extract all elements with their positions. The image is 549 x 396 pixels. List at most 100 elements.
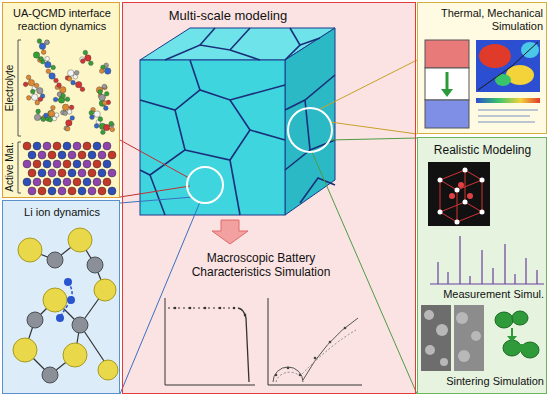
grain-boundary bbox=[165, 28, 250, 60]
lattice-picture bbox=[73, 178, 81, 186]
molecule-picture bbox=[38, 97, 43, 102]
grain-boundary bbox=[200, 28, 215, 45]
grain-boundary bbox=[250, 130, 285, 140]
stress-map bbox=[478, 122, 535, 123]
molecule-picture bbox=[67, 77, 72, 82]
method-panel: UA-QCMD interface reaction dynamics bbox=[2, 2, 120, 198]
discharge-plot bbox=[219, 307, 222, 310]
panel-title: UA-QCMD interface reaction dynamics bbox=[7, 7, 117, 33]
leader-line bbox=[120, 186, 190, 197]
molecule-picture bbox=[51, 105, 56, 110]
lattice-picture bbox=[23, 160, 31, 168]
crystal-picture bbox=[13, 228, 118, 380]
lattice-picture bbox=[78, 169, 86, 177]
zoom-circle bbox=[187, 108, 332, 203]
micrograph-picture bbox=[421, 305, 451, 371]
molecule-picture bbox=[26, 75, 31, 80]
lattice-picture bbox=[28, 187, 36, 195]
micrograph-picture bbox=[425, 345, 435, 355]
leader-line bbox=[120, 140, 189, 178]
molecule-picture bbox=[65, 97, 70, 102]
lattice-picture bbox=[73, 142, 81, 150]
molecule-picture bbox=[105, 68, 111, 74]
zoom-circle bbox=[187, 167, 223, 203]
lattice-picture bbox=[48, 187, 56, 195]
crystal-picture bbox=[18, 238, 42, 262]
molecule-picture bbox=[71, 80, 76, 85]
molecule-picture bbox=[62, 104, 68, 110]
crystal-picture bbox=[72, 317, 88, 333]
grain-boundary bbox=[150, 175, 165, 215]
lattice-picture bbox=[58, 187, 66, 195]
lattice-picture bbox=[83, 142, 91, 150]
micrograph-picture bbox=[424, 310, 434, 320]
molecule-picture bbox=[70, 116, 75, 121]
particle-picture bbox=[507, 336, 517, 342]
spectrum-picture bbox=[430, 236, 544, 284]
spectrum-picture bbox=[438, 236, 537, 284]
unit-cell-picture bbox=[463, 200, 468, 205]
molecule-picture bbox=[23, 82, 28, 87]
crystal-picture bbox=[27, 252, 103, 383]
molecule-picture bbox=[37, 88, 43, 94]
crystal-picture bbox=[98, 360, 118, 380]
lattice-picture bbox=[108, 151, 116, 159]
lattice-picture bbox=[73, 160, 81, 168]
lattice-picture bbox=[108, 187, 116, 195]
molecule-picture bbox=[39, 43, 45, 49]
molecule-picture bbox=[99, 94, 105, 100]
molecule-picture bbox=[98, 117, 103, 122]
lattice-picture bbox=[88, 151, 96, 159]
panel-fill bbox=[417, 2, 547, 134]
micrograph-picture bbox=[421, 305, 484, 371]
molecule-picture bbox=[28, 80, 34, 86]
discharge-plot bbox=[204, 307, 207, 310]
molecule-picture bbox=[80, 59, 85, 64]
lattice-picture bbox=[33, 142, 41, 150]
microstructure-cube bbox=[140, 28, 335, 215]
lattice-picture bbox=[88, 187, 96, 195]
microstructure-cube bbox=[140, 60, 285, 215]
stress-map bbox=[476, 40, 540, 92]
lattice-picture bbox=[23, 142, 31, 150]
micrograph-picture bbox=[456, 312, 468, 324]
lattice-picture bbox=[43, 178, 51, 186]
method-panel: Thermal, Mechanical Simulation bbox=[417, 2, 547, 134]
molecule-picture bbox=[83, 50, 88, 55]
panel-title: Li ion dynamics bbox=[7, 206, 117, 219]
unit-cell-picture bbox=[467, 193, 473, 199]
molecule-picture bbox=[67, 110, 72, 115]
impedance-plot bbox=[268, 298, 362, 385]
molecule-picture bbox=[75, 81, 81, 87]
crystal-picture bbox=[43, 288, 67, 312]
crystal-picture bbox=[13, 228, 118, 383]
molecule-picture bbox=[60, 87, 66, 93]
lattice-picture bbox=[88, 169, 96, 177]
particle-picture bbox=[512, 311, 528, 325]
unit-cell-picture bbox=[480, 210, 485, 215]
crystal-picture bbox=[94, 279, 116, 301]
crystal-picture bbox=[56, 278, 75, 322]
figure-caption: Sintering Simulation bbox=[432, 375, 544, 388]
molecule-picture bbox=[63, 111, 68, 116]
crystal-picture bbox=[87, 257, 103, 273]
discharge-plot bbox=[238, 308, 249, 382]
particle-picture bbox=[495, 312, 513, 328]
molecule-picture bbox=[30, 89, 35, 94]
lattice-picture bbox=[98, 169, 106, 177]
panel-fill bbox=[122, 2, 416, 394]
stress-map bbox=[478, 42, 538, 90]
grain-boundary bbox=[230, 160, 240, 215]
molecule-picture bbox=[48, 110, 54, 116]
spectrum-picture bbox=[430, 283, 544, 284]
molecule-picture bbox=[103, 85, 108, 90]
molecule-picture bbox=[32, 94, 38, 100]
lattice-picture bbox=[83, 160, 91, 168]
micrograph-picture bbox=[440, 358, 448, 366]
stress-map bbox=[478, 110, 538, 111]
molecule-picture bbox=[34, 83, 39, 88]
micrograph-picture bbox=[424, 310, 481, 366]
impedance-plot bbox=[276, 330, 356, 382]
